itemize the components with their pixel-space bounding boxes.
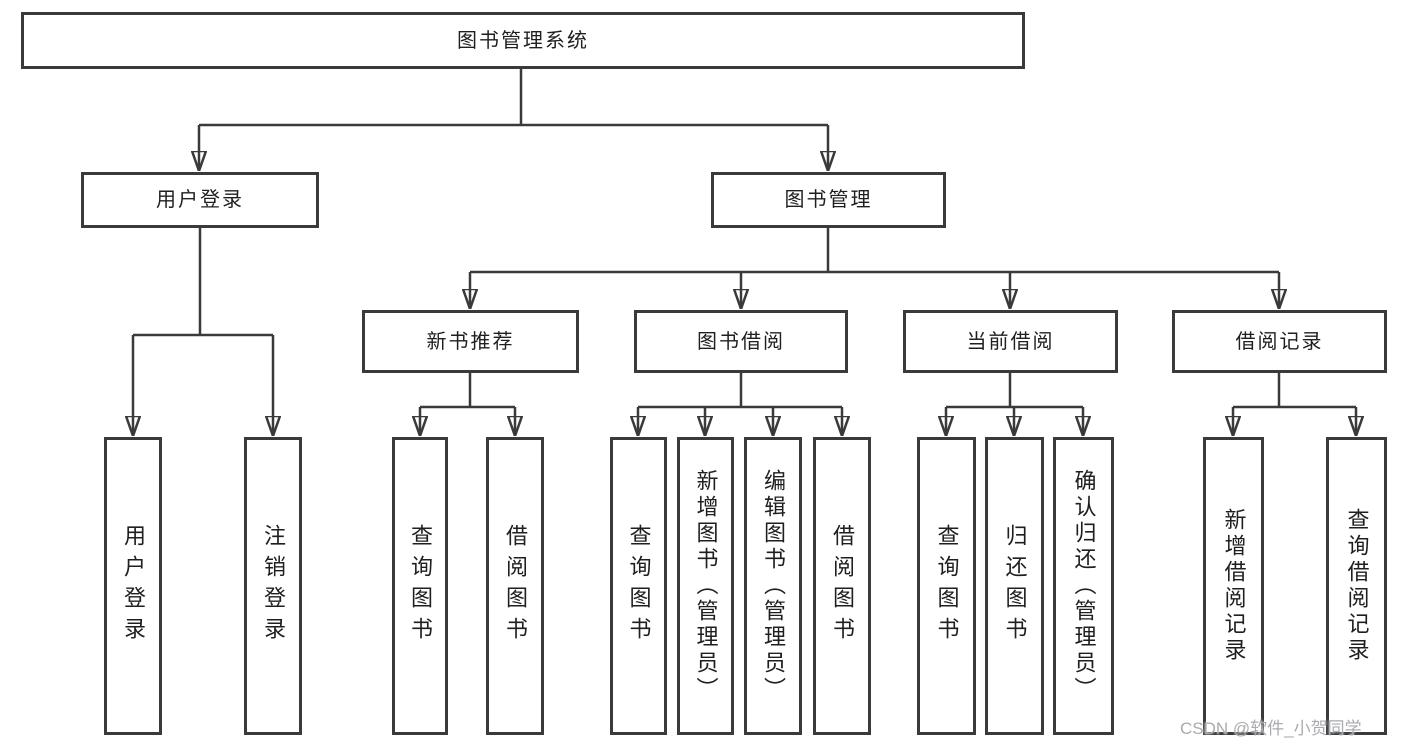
node-borrow-record: 借阅记录 (1172, 310, 1387, 373)
leaf-borrow-book-2: 借阅图书 (813, 437, 871, 735)
node-borrow-record-label: 借阅记录 (1235, 330, 1324, 353)
connector-borrow-record-to-leaves (1233, 373, 1356, 436)
node-root-system: 图书管理系统 (21, 12, 1025, 69)
leaf-query-book-1-label: 查询图书 (408, 524, 433, 648)
leaf-edit-book-admin: 编辑图书（管理员） (744, 437, 802, 735)
leaf-query-book-3: 查询图书 (917, 437, 976, 735)
leaf-query-book-2-label: 查询图书 (626, 524, 652, 648)
connector-current-borrow-to-leaves (946, 373, 1083, 436)
csdn-watermark: CSDN @软件_小贺同学 (1180, 719, 1362, 738)
connector-user-login-to-leaves (133, 228, 273, 436)
leaf-user-login-label: 用户登录 (121, 524, 146, 648)
leaf-borrow-book-1: 借阅图书 (486, 437, 544, 735)
node-root-system-label: 图书管理系统 (457, 29, 589, 52)
leaf-confirm-return-admin: 确认归还（管理员） (1053, 437, 1114, 735)
leaf-add-book-admin-label: 新增图书（管理员） (693, 469, 719, 703)
node-book-borrow-label: 图书借阅 (697, 330, 785, 353)
leaf-query-book-2: 查询图书 (610, 437, 667, 735)
leaf-borrow-book-2-label: 借阅图书 (830, 524, 855, 648)
connector-new-book-to-leaves (420, 373, 515, 436)
leaf-logout-label: 注销登录 (261, 524, 286, 648)
connector-book-borrow-to-leaves (638, 373, 842, 436)
connector-root-to-level1 (199, 69, 828, 171)
node-book-management: 图书管理 (711, 172, 946, 228)
leaf-user-login: 用户登录 (104, 437, 162, 735)
connector-book-mgmt-to-level2 (470, 228, 1279, 309)
leaf-edit-book-admin-label: 编辑图书（管理员） (761, 469, 786, 703)
node-book-borrow: 图书借阅 (634, 310, 848, 373)
leaf-query-book-1: 查询图书 (392, 437, 448, 735)
leaf-logout: 注销登录 (244, 437, 302, 735)
leaf-return-book-label: 归还图书 (1002, 524, 1028, 648)
node-current-borrow-label: 当前借阅 (966, 330, 1055, 353)
leaf-query-borrow-record-label: 查询借阅记录 (1344, 508, 1370, 664)
node-new-book-recommend: 新书推荐 (362, 310, 579, 373)
leaf-query-borrow-record: 查询借阅记录 (1326, 437, 1387, 735)
node-book-management-label: 图书管理 (784, 189, 873, 211)
leaf-add-borrow-record-label: 新增借阅记录 (1221, 508, 1247, 664)
leaf-add-borrow-record: 新增借阅记录 (1203, 437, 1264, 735)
leaf-return-book: 归还图书 (985, 437, 1044, 735)
leaf-query-book-3-label: 查询图书 (934, 524, 960, 648)
node-current-borrow: 当前借阅 (903, 310, 1118, 373)
node-user-login-label: 用户登录 (156, 189, 244, 211)
leaf-confirm-return-admin-label: 确认归还（管理员） (1071, 469, 1097, 703)
leaf-borrow-book-1-label: 借阅图书 (503, 524, 528, 648)
node-user-login: 用户登录 (81, 172, 319, 228)
leaf-add-book-admin: 新增图书（管理员） (677, 437, 734, 735)
node-new-book-recommend-label: 新书推荐 (426, 330, 515, 353)
